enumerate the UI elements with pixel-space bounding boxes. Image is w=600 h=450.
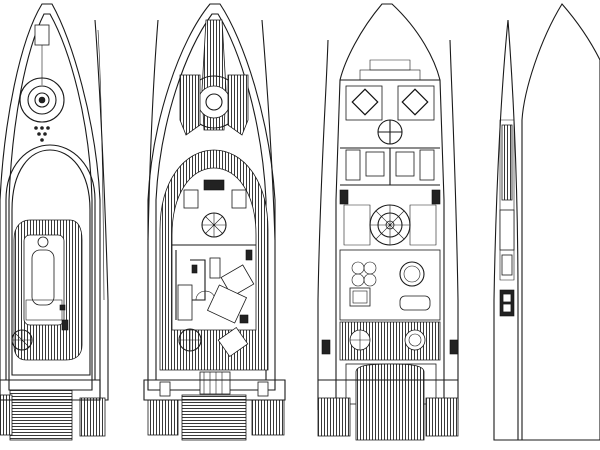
- upper-deck-plan: [143, 3, 286, 441]
- main-deck-plan: [317, 3, 459, 441]
- hull-profile: [493, 3, 600, 441]
- sun-deck-plan: [0, 3, 109, 441]
